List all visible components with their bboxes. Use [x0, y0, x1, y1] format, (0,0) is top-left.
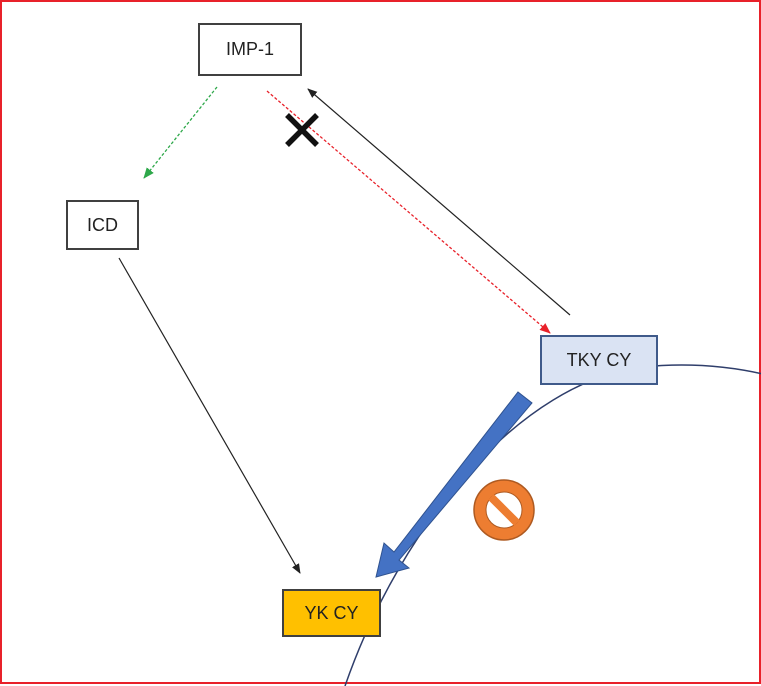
arrow-tky-to-imp1 [307, 88, 571, 316]
arrow-imp1-to-tky [266, 90, 551, 334]
node-yk-cy: YK CY [282, 589, 381, 637]
node-tky-cy: TKY CY [540, 335, 658, 385]
arrow-icd-to-yk [118, 257, 301, 574]
node-yk-cy-label: YK CY [304, 602, 359, 623]
arrow-imp1-to-icd [143, 86, 218, 179]
node-tky-cy-label: TKY CY [566, 349, 632, 370]
node-imp1: IMP-1 [198, 23, 302, 76]
cell-membrane-arc [344, 364, 761, 686]
prohibition-icon [473, 479, 535, 541]
blocked-transport-arrow [375, 391, 533, 578]
node-icd: ICD [66, 200, 139, 250]
node-icd-label: ICD [87, 214, 118, 235]
x-mark-icon [285, 113, 319, 147]
node-imp1-label: IMP-1 [225, 39, 274, 59]
